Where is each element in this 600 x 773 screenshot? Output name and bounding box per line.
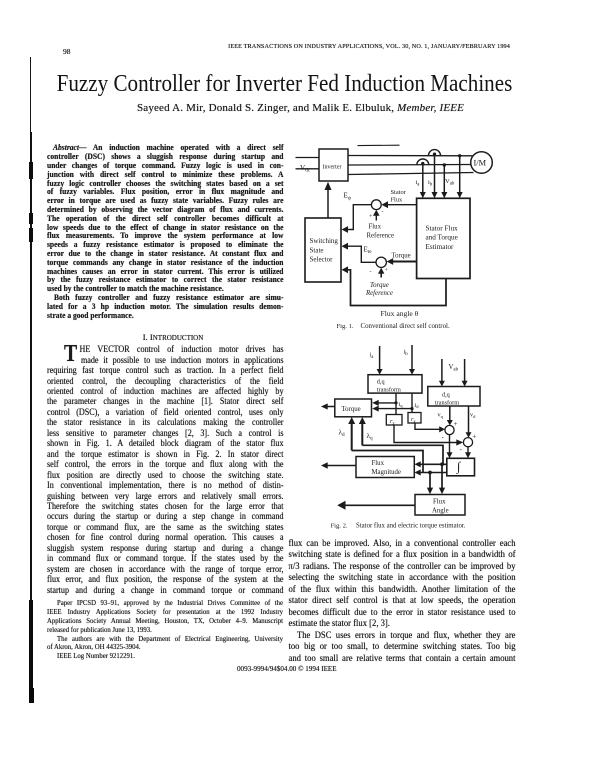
svg-text:Vdc: Vdc	[300, 164, 311, 174]
svg-text:iq: iq	[399, 401, 404, 408]
svg-text:Flux: Flux	[433, 499, 446, 506]
svg-text:Torque: Torque	[342, 406, 361, 413]
svg-text:Inverter: Inverter	[323, 165, 342, 171]
svg-text:+: +	[473, 433, 477, 441]
svg-text:Torque: Torque	[370, 282, 389, 289]
svg-text:Angle: Angle	[432, 508, 449, 515]
svg-text:Eψ: Eψ	[344, 192, 352, 202]
svg-text:Ete: Ete	[364, 246, 373, 256]
svg-text:Flux: Flux	[391, 196, 404, 203]
svg-text:and Torque: and Torque	[426, 234, 458, 242]
svg-text:d,q: d,q	[377, 379, 385, 386]
svg-text:Vab: Vab	[449, 364, 459, 373]
svg-text:Estimator: Estimator	[426, 243, 455, 251]
svg-text:Stator: Stator	[391, 189, 407, 196]
svg-text:Stator Flux: Stator Flux	[426, 225, 459, 233]
svg-text:rs: rs	[411, 416, 416, 424]
svg-text:ia: ia	[370, 352, 375, 361]
svg-text:-: -	[382, 210, 384, 216]
svg-text:transform: transform	[377, 387, 401, 394]
svg-text:ia: ia	[416, 179, 421, 188]
svg-text:d,q: d,q	[442, 392, 450, 399]
svg-text:λd: λd	[339, 429, 346, 439]
svg-text:ib: ib	[404, 349, 409, 358]
svg-text:+: +	[385, 268, 389, 274]
svg-text:Vab: Vab	[445, 178, 455, 187]
svg-text:id: id	[415, 402, 420, 409]
svg-text:I/M: I/M	[474, 159, 487, 168]
svg-text:Reference: Reference	[365, 290, 393, 297]
svg-text:Torque: Torque	[392, 253, 411, 260]
svg-text:State: State	[310, 246, 324, 254]
svg-text:Flux angle θ: Flux angle θ	[381, 309, 419, 318]
svg-text:λq: λq	[367, 432, 374, 442]
svg-text:Fig. 2.: Fig. 2.	[331, 522, 348, 529]
svg-text:Stator flux and electric torqu: Stator flux and electric torque estimato…	[356, 522, 466, 529]
svg-text:ib: ib	[428, 179, 433, 188]
svg-text:Selector: Selector	[310, 256, 334, 264]
svg-text:Fig. 1.: Fig. 1.	[337, 323, 354, 330]
svg-text:+: +	[454, 420, 458, 428]
svg-text:Reference: Reference	[367, 233, 395, 240]
svg-text:rs: rs	[390, 418, 395, 426]
svg-text:Flux: Flux	[372, 460, 385, 467]
svg-text:Conventional direct self contr: Conventional direct self control.	[361, 323, 450, 330]
svg-text:vq: vq	[438, 412, 444, 419]
svg-text:-: -	[442, 434, 445, 442]
svg-text:∫: ∫	[456, 460, 461, 475]
svg-text:-: -	[460, 446, 463, 454]
svg-text:Flux: Flux	[369, 224, 382, 231]
svg-text:-: -	[370, 270, 372, 276]
svg-text:vd: vd	[470, 412, 476, 419]
svg-text:Magnitude: Magnitude	[372, 469, 401, 476]
svg-text:transform: transform	[435, 399, 459, 406]
svg-text:+: +	[369, 214, 373, 220]
svg-text:Switching: Switching	[310, 237, 339, 245]
